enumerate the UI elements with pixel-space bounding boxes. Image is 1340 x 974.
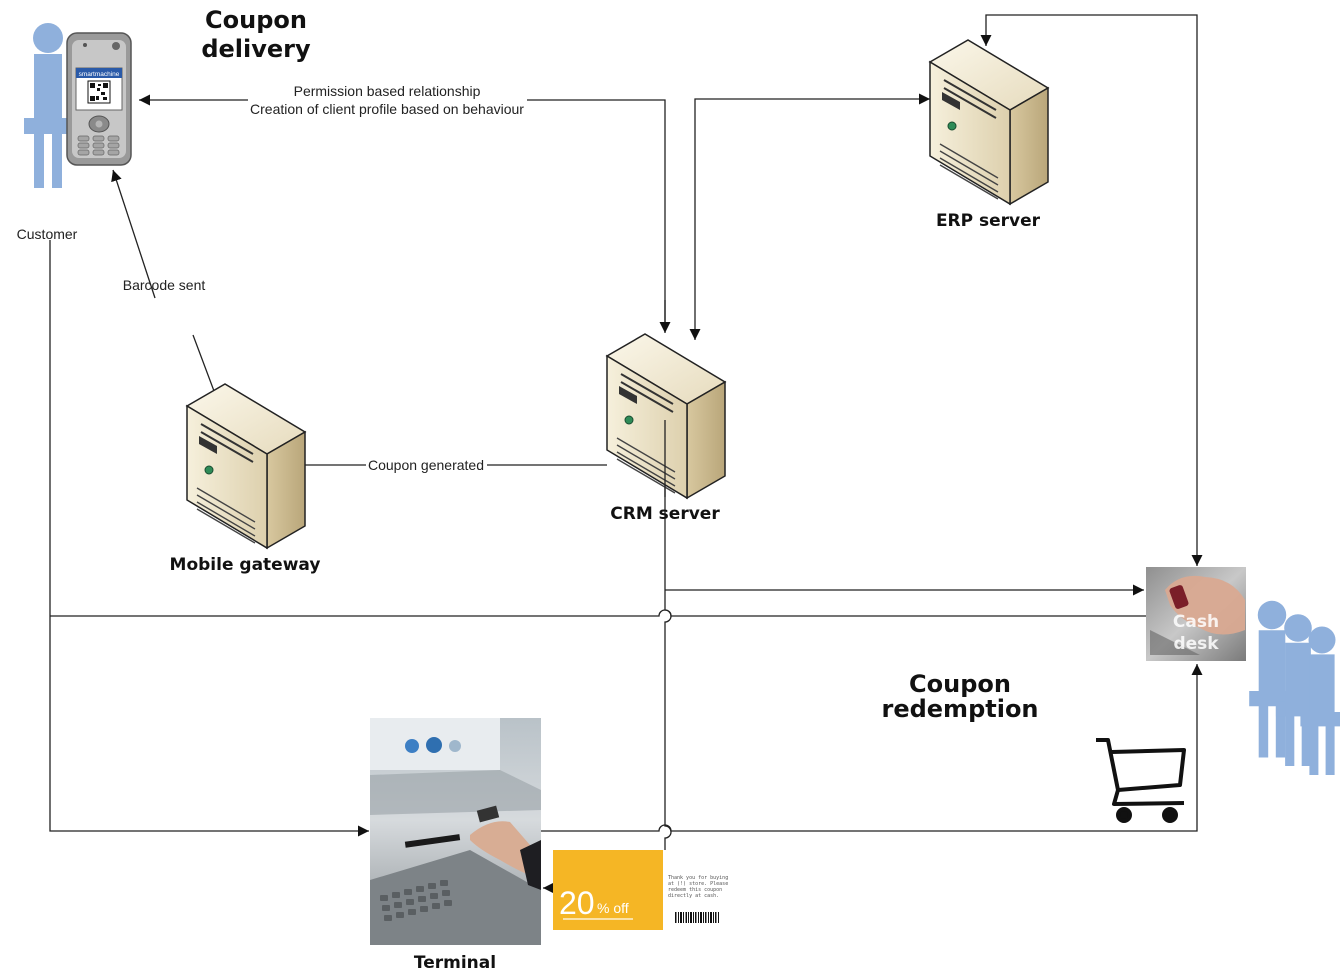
edge-label-permission: Permission based relationship bbox=[294, 83, 481, 99]
edge-customer-cashdesk bbox=[50, 609, 1146, 617]
terminal-kiosk-icon bbox=[370, 718, 541, 945]
node-label-cash-desk-line2: desk bbox=[1173, 634, 1219, 654]
customer-icon bbox=[24, 23, 72, 188]
edge-label-coupon-generated: Coupon generated bbox=[368, 457, 484, 473]
edge-label-profile: Creation of client profile based on beha… bbox=[250, 101, 524, 117]
edge-label-barcode-sent: Barcode sent bbox=[123, 277, 206, 293]
coupon-printout: 20 % off Thank you for buying at (!) sto… bbox=[553, 850, 728, 930]
erp-server-icon bbox=[929, 39, 1049, 205]
coupon-text-line4: directly at cash. bbox=[668, 893, 719, 899]
coupon-text-line3: redeem this coupon bbox=[668, 887, 722, 893]
phone-brand-text: smartmachine bbox=[79, 71, 120, 78]
edge-customer-terminal bbox=[49, 240, 369, 837]
qr-code-icon bbox=[87, 80, 111, 104]
edge-erp-cashdesk bbox=[980, 14, 1203, 566]
barcode-icon bbox=[675, 912, 719, 923]
title-coupon-redemption-line2: redemption bbox=[881, 695, 1038, 723]
title-coupon-delivery-line2: delivery bbox=[201, 35, 311, 63]
cash-desk-icon bbox=[1146, 567, 1246, 661]
coupon-text-line2: at (!) store. Please bbox=[668, 881, 728, 887]
queue-people-icon bbox=[1249, 600, 1340, 775]
node-label-mobile-gateway: Mobile gateway bbox=[170, 555, 321, 575]
edge-terminal-crm bbox=[659, 417, 1144, 850]
mobile-phone-icon: smartmachine bbox=[66, 32, 132, 166]
edge-terminal-cashdesk bbox=[541, 664, 1203, 832]
crm-server-icon bbox=[606, 333, 726, 499]
node-label-crm-server: CRM server bbox=[610, 504, 720, 524]
node-label-erp-server: ERP server bbox=[936, 211, 1041, 231]
coupon-percent: 20 bbox=[559, 885, 595, 921]
coupon-off: % off bbox=[597, 900, 629, 916]
coupon-text-line1: Thank you for buying bbox=[668, 875, 728, 881]
node-label-customer: Customer bbox=[17, 226, 78, 242]
edge-crm-erp bbox=[689, 93, 930, 340]
node-label-terminal: Terminal bbox=[414, 953, 496, 973]
title-coupon-delivery-line1: Coupon bbox=[205, 6, 307, 34]
edge-permission bbox=[139, 94, 671, 333]
mobile-gateway-server-icon bbox=[186, 383, 306, 549]
shopping-cart-icon bbox=[1096, 738, 1186, 823]
title-coupon-redemption-line1: Coupon bbox=[909, 670, 1011, 698]
node-label-cash-desk-line1: Cash bbox=[1173, 612, 1219, 632]
